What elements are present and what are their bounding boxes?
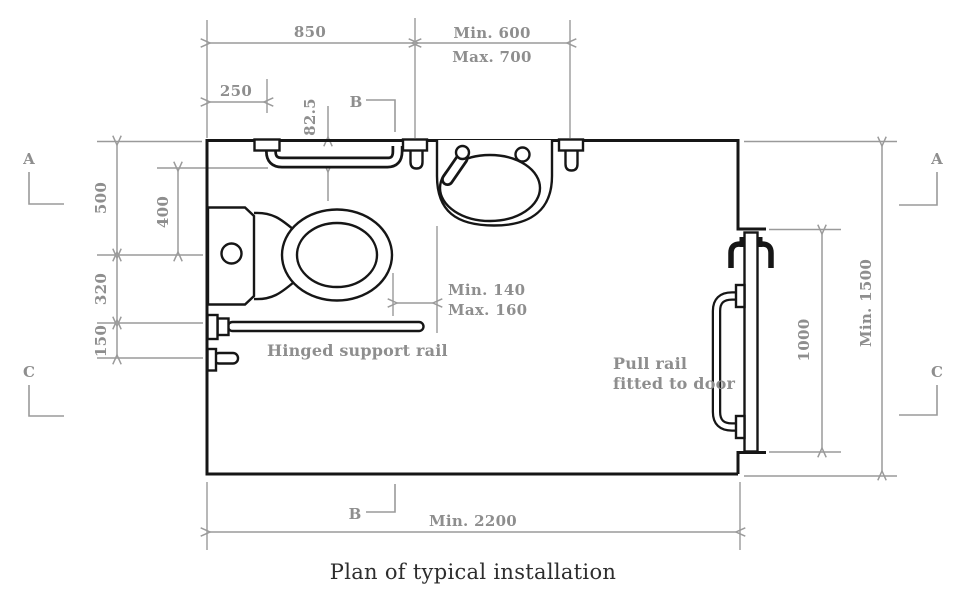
dim-400: 400	[154, 196, 172, 228]
section-a-right: A	[930, 150, 943, 168]
wc-neck-bottom	[253, 281, 295, 301]
horizontal-grab-rail-fill	[267, 146, 401, 166]
grab-rails	[253, 138, 585, 172]
tap-lever-fill	[443, 154, 466, 184]
section-a-left: A	[22, 150, 35, 168]
label-hinged-support-rail: Hinged support rail	[267, 341, 448, 360]
section-b-top: B	[350, 93, 363, 111]
pull-rail-outline	[711, 291, 744, 432]
door-hinge-knuckle-right	[755, 237, 763, 247]
lower-rail-stub	[212, 351, 240, 365]
dim-1000: 1000	[795, 319, 813, 362]
caption: Plan of typical installation	[330, 560, 616, 584]
pull-rail-bracket-top	[734, 283, 746, 309]
dimension-lines	[28, 18, 938, 550]
dim-82-5: 82.5	[301, 98, 319, 136]
drop-rail-right-of-basin	[564, 150, 579, 172]
dim-min-140: Min. 140	[448, 281, 525, 299]
hinged-rail-hinge-block	[216, 317, 230, 337]
section-c-left: C	[23, 363, 35, 381]
dim-320: 320	[92, 273, 110, 305]
dim-min-600: Min. 600	[453, 24, 530, 42]
basin-outer	[435, 140, 554, 227]
label-pull-rail-line2: fitted to door	[613, 374, 735, 393]
lower-rail-wall-plate	[206, 347, 218, 372]
door	[711, 231, 774, 453]
hinged-support-rail	[206, 313, 425, 372]
drop-rail-left-of-basin	[409, 150, 424, 170]
pull-rail-bracket-bottom	[734, 414, 746, 440]
wc-bowl-inner	[295, 221, 379, 289]
toilet	[206, 206, 394, 306]
rail-bracket-middle	[401, 138, 429, 152]
dim-150: 150	[92, 325, 110, 357]
dim-min-1500: Min. 1500	[857, 259, 875, 347]
section-b-bottom: B	[349, 505, 362, 523]
label-pull-rail-line1: Pull rail	[613, 354, 687, 373]
wash-basin	[435, 140, 554, 227]
rail-bracket-right	[557, 138, 585, 152]
second-tap	[514, 146, 531, 163]
door-hinge-left	[728, 241, 744, 268]
annotations: 850 Min. 600 Max. 700 250 82.5 500 400 3…	[22, 23, 943, 584]
dim-max-700: Max. 700	[452, 48, 531, 66]
section-marker-brackets	[28, 99, 938, 513]
dim-500: 500	[92, 182, 110, 214]
flush-button	[220, 242, 243, 265]
rail-bracket-left	[253, 138, 281, 152]
door-jamb-top	[736, 139, 766, 231]
dim-250: 250	[220, 82, 252, 100]
dim-max-160: Max. 160	[448, 301, 527, 319]
pull-rail-fill	[714, 293, 744, 430]
dim-min-2200: Min. 2200	[429, 512, 517, 530]
door-jamb-bottom	[736, 451, 766, 474]
measure-lines	[117, 43, 882, 532]
tap-head	[454, 144, 471, 161]
section-c-right: C	[931, 363, 943, 381]
door-leaf	[743, 231, 759, 453]
hinged-rail-bar	[226, 320, 425, 333]
wc-neck-top	[253, 211, 295, 231]
door-hinge-knuckle-left	[739, 237, 747, 247]
door-hinge-right	[758, 241, 774, 268]
basin-bowl	[438, 153, 542, 223]
dim-850: 850	[294, 23, 326, 41]
hinged-rail-wall-plate	[206, 313, 219, 341]
